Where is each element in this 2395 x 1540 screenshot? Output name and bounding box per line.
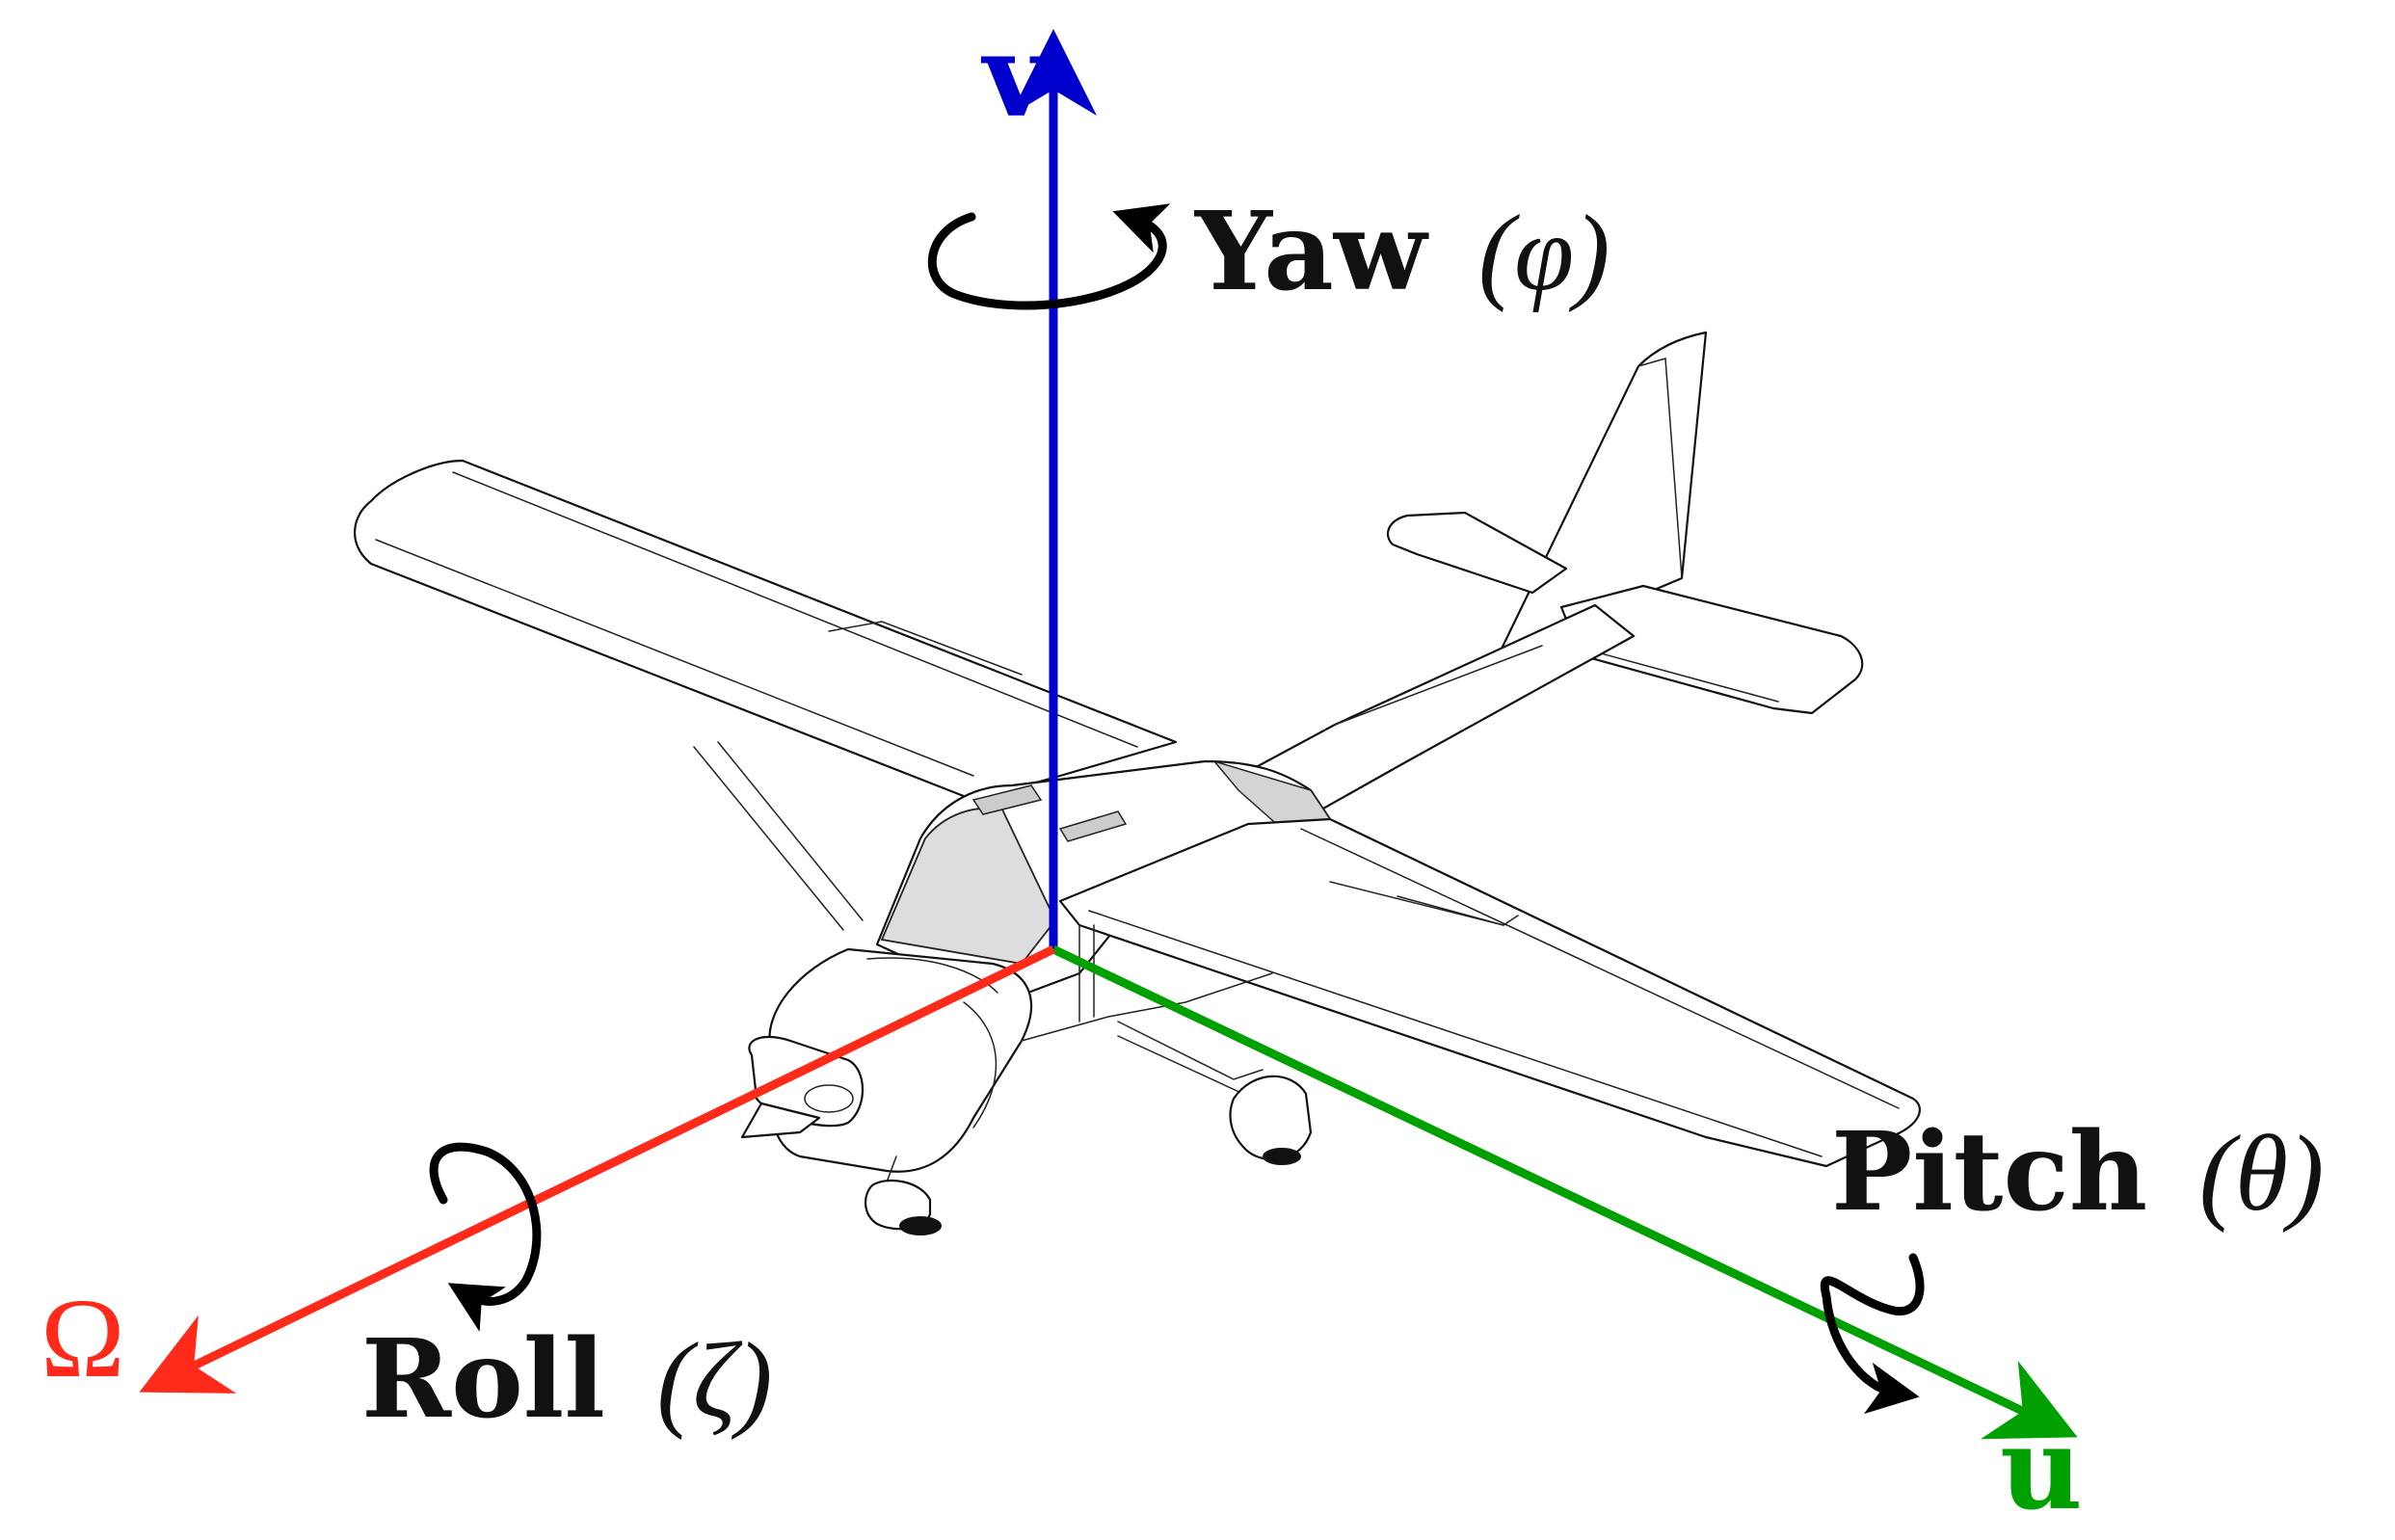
main-gear-fairing — [1229, 1075, 1313, 1161]
yaw-label: Yaw (φ) — [1194, 189, 1610, 315]
lateral-axis-label: u — [2000, 1401, 2083, 1535]
longitudinal-axis-line — [139, 944, 1055, 1394]
windshield — [880, 807, 1057, 965]
pitch-label: Pitch (θ) — [1831, 1109, 2324, 1235]
vertical-axis-label: v — [980, 9, 1052, 143]
longitudinal-axis-label: Ω — [40, 1275, 125, 1401]
yaw-symbol: (φ) — [1478, 194, 1610, 313]
roll-label: Roll (ζ) — [361, 1316, 772, 1443]
right-wing — [1058, 817, 1921, 1168]
roll-symbol: (ζ) — [656, 1321, 772, 1441]
left-wing — [354, 459, 1178, 802]
axis-lateral — [1051, 944, 2078, 1440]
roll-rotation-arrow — [429, 1142, 542, 1332]
axis-longitudinal — [139, 944, 1055, 1394]
right-stabilizer — [1559, 584, 1864, 715]
lateral-axis-line — [1051, 944, 2078, 1440]
yaw-rotation-arrow — [927, 203, 1171, 310]
yaw-name: Yaw — [1194, 189, 1429, 315]
pitch-rotation-arrow — [1820, 1253, 1925, 1415]
roll-name: Roll — [361, 1316, 605, 1443]
left-stabilizer — [1386, 511, 1568, 595]
airplane-illustration — [354, 331, 1921, 1235]
pitch-symbol: (θ) — [2199, 1114, 2325, 1234]
pitch-name: Pitch — [1831, 1109, 2147, 1235]
